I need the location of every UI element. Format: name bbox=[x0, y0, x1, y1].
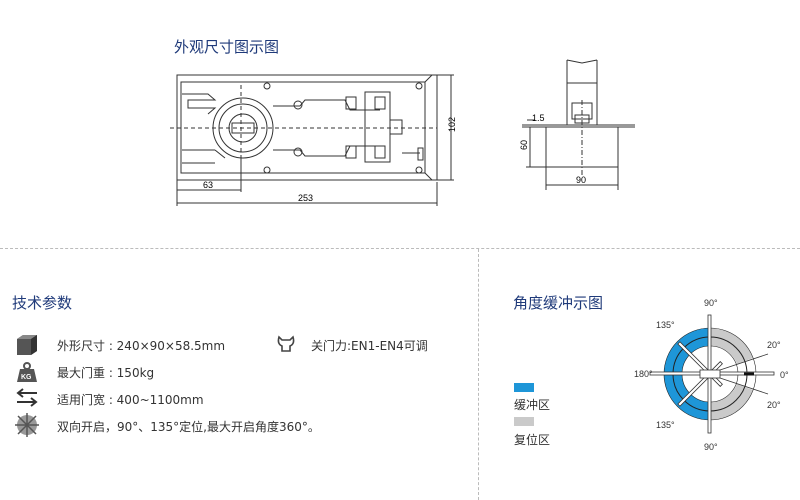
wrench-icon bbox=[277, 335, 295, 352]
label-20-lower: 20° bbox=[767, 400, 781, 410]
weight-kg-icon: KG bbox=[17, 362, 37, 382]
arrows-icon bbox=[16, 388, 38, 407]
label-180: 180° bbox=[634, 369, 653, 379]
offset-dim: 63 bbox=[203, 180, 213, 190]
spec-opening: 双向开启，90°、135°定位,最大开启角度360°。 bbox=[57, 420, 320, 434]
top-view-drawing: 102 63 253 bbox=[170, 74, 457, 206]
height-dim: 102 bbox=[447, 117, 457, 132]
label-90-bottom: 90° bbox=[704, 442, 718, 452]
specs-title: 技术参数 bbox=[12, 294, 73, 312]
buffer-zone bbox=[664, 328, 710, 420]
side-height-dim: 60 bbox=[519, 140, 529, 150]
label-0: 0° bbox=[780, 370, 789, 380]
reset-zone bbox=[710, 328, 753, 420]
angle-diagram: 90° 90° 180° 0° 135° 135° 20° 20° bbox=[634, 298, 789, 452]
rotation-icon bbox=[15, 413, 39, 437]
label-135-upper: 135° bbox=[656, 320, 675, 330]
side-width-dim: 90 bbox=[576, 175, 586, 185]
label-90-top: 90° bbox=[704, 298, 718, 308]
spec-door-width: 适用门宽 : 400~1100mm bbox=[57, 393, 204, 407]
spec-dimensions: 外形尺寸 : 240×90×58.5mm bbox=[57, 339, 226, 353]
width-dim: 253 bbox=[298, 193, 313, 203]
cube-icon bbox=[17, 335, 37, 355]
label-20-upper: 20° bbox=[767, 340, 781, 350]
svg-text:KG: KG bbox=[21, 374, 32, 381]
horizontal-divider bbox=[0, 248, 800, 249]
spec-max-weight: 最大门重 : 150kg bbox=[57, 366, 155, 380]
legend-reset-label: 复位区 bbox=[514, 433, 551, 447]
thickness-dim: 1.5 bbox=[532, 113, 545, 123]
legend-swatch-reset bbox=[514, 417, 534, 426]
dimension-title: 外观尺寸图示图 bbox=[174, 38, 280, 56]
spec-closing-force: 关门力:EN1-EN4可调 bbox=[311, 339, 428, 353]
legend-swatch-buffer bbox=[514, 383, 534, 392]
label-135-lower: 135° bbox=[656, 420, 675, 430]
legend-buffer-label: 缓冲区 bbox=[514, 398, 551, 412]
vertical-divider bbox=[478, 249, 479, 500]
angle-title: 角度缓冲示图 bbox=[513, 294, 604, 312]
side-view-drawing: 1.5 60 90 bbox=[519, 59, 635, 190]
